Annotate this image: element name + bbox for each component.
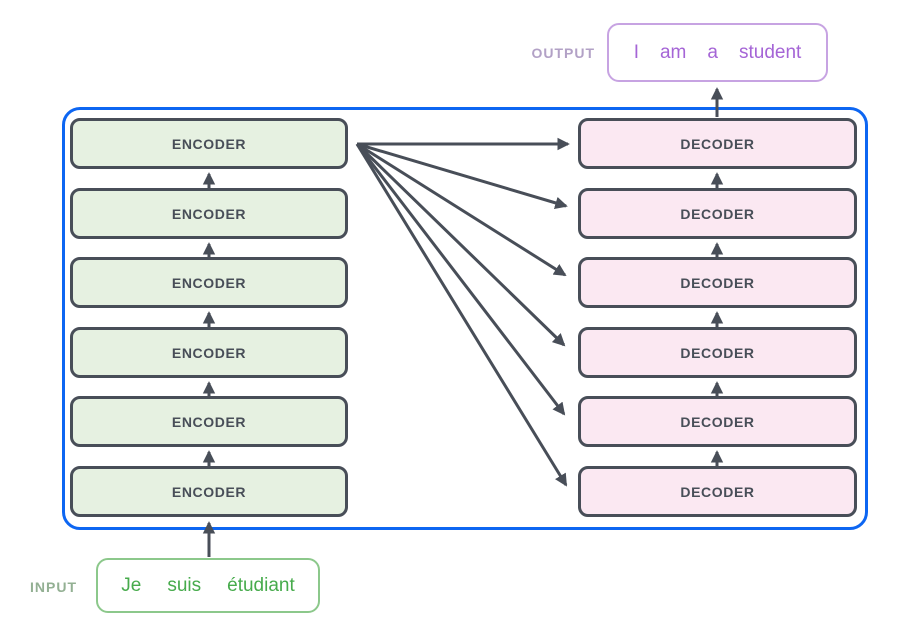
input-label: INPUT <box>30 579 77 595</box>
encoder-label: ENCODER <box>171 413 247 430</box>
output-word: student <box>738 41 802 63</box>
decoder-box-3: DECODER <box>578 257 857 308</box>
encoder-label: ENCODER <box>171 274 247 291</box>
decoder-label: DECODER <box>680 135 755 152</box>
encoder-box-4: ENCODER <box>70 327 348 378</box>
input-word: Je <box>121 574 142 596</box>
decoder-box-6: DECODER <box>578 466 857 517</box>
encoder-box-3: ENCODER <box>70 257 348 308</box>
encoder-label: ENCODER <box>171 483 247 500</box>
decoder-label: DECODER <box>680 483 755 500</box>
output-word: a <box>707 41 718 63</box>
encoder-box-5: ENCODER <box>70 396 348 447</box>
decoder-box-5: DECODER <box>578 396 857 447</box>
input-box: Je suis étudiant <box>96 558 320 613</box>
encoder-label: ENCODER <box>171 135 247 152</box>
input-word: suis <box>167 574 202 596</box>
encoder-label: ENCODER <box>171 205 247 222</box>
encoder-box-6: ENCODER <box>70 466 348 517</box>
output-word: am <box>659 41 687 63</box>
encoder-box-2: ENCODER <box>70 188 348 239</box>
decoder-box-4: DECODER <box>578 327 857 378</box>
decoder-box-2: DECODER <box>578 188 857 239</box>
decoder-label: DECODER <box>680 344 755 361</box>
decoder-label: DECODER <box>680 205 755 222</box>
decoder-label: DECODER <box>680 413 755 430</box>
encoder-box-1: ENCODER <box>70 118 348 169</box>
output-box: I am a student <box>607 23 828 82</box>
decoder-box-1: DECODER <box>578 118 857 169</box>
decoder-label: DECODER <box>680 274 755 291</box>
encoder-label: ENCODER <box>171 344 247 361</box>
output-label: OUTPUT <box>531 45 595 61</box>
output-word: I <box>633 41 639 63</box>
input-word: étudiant <box>227 574 295 596</box>
